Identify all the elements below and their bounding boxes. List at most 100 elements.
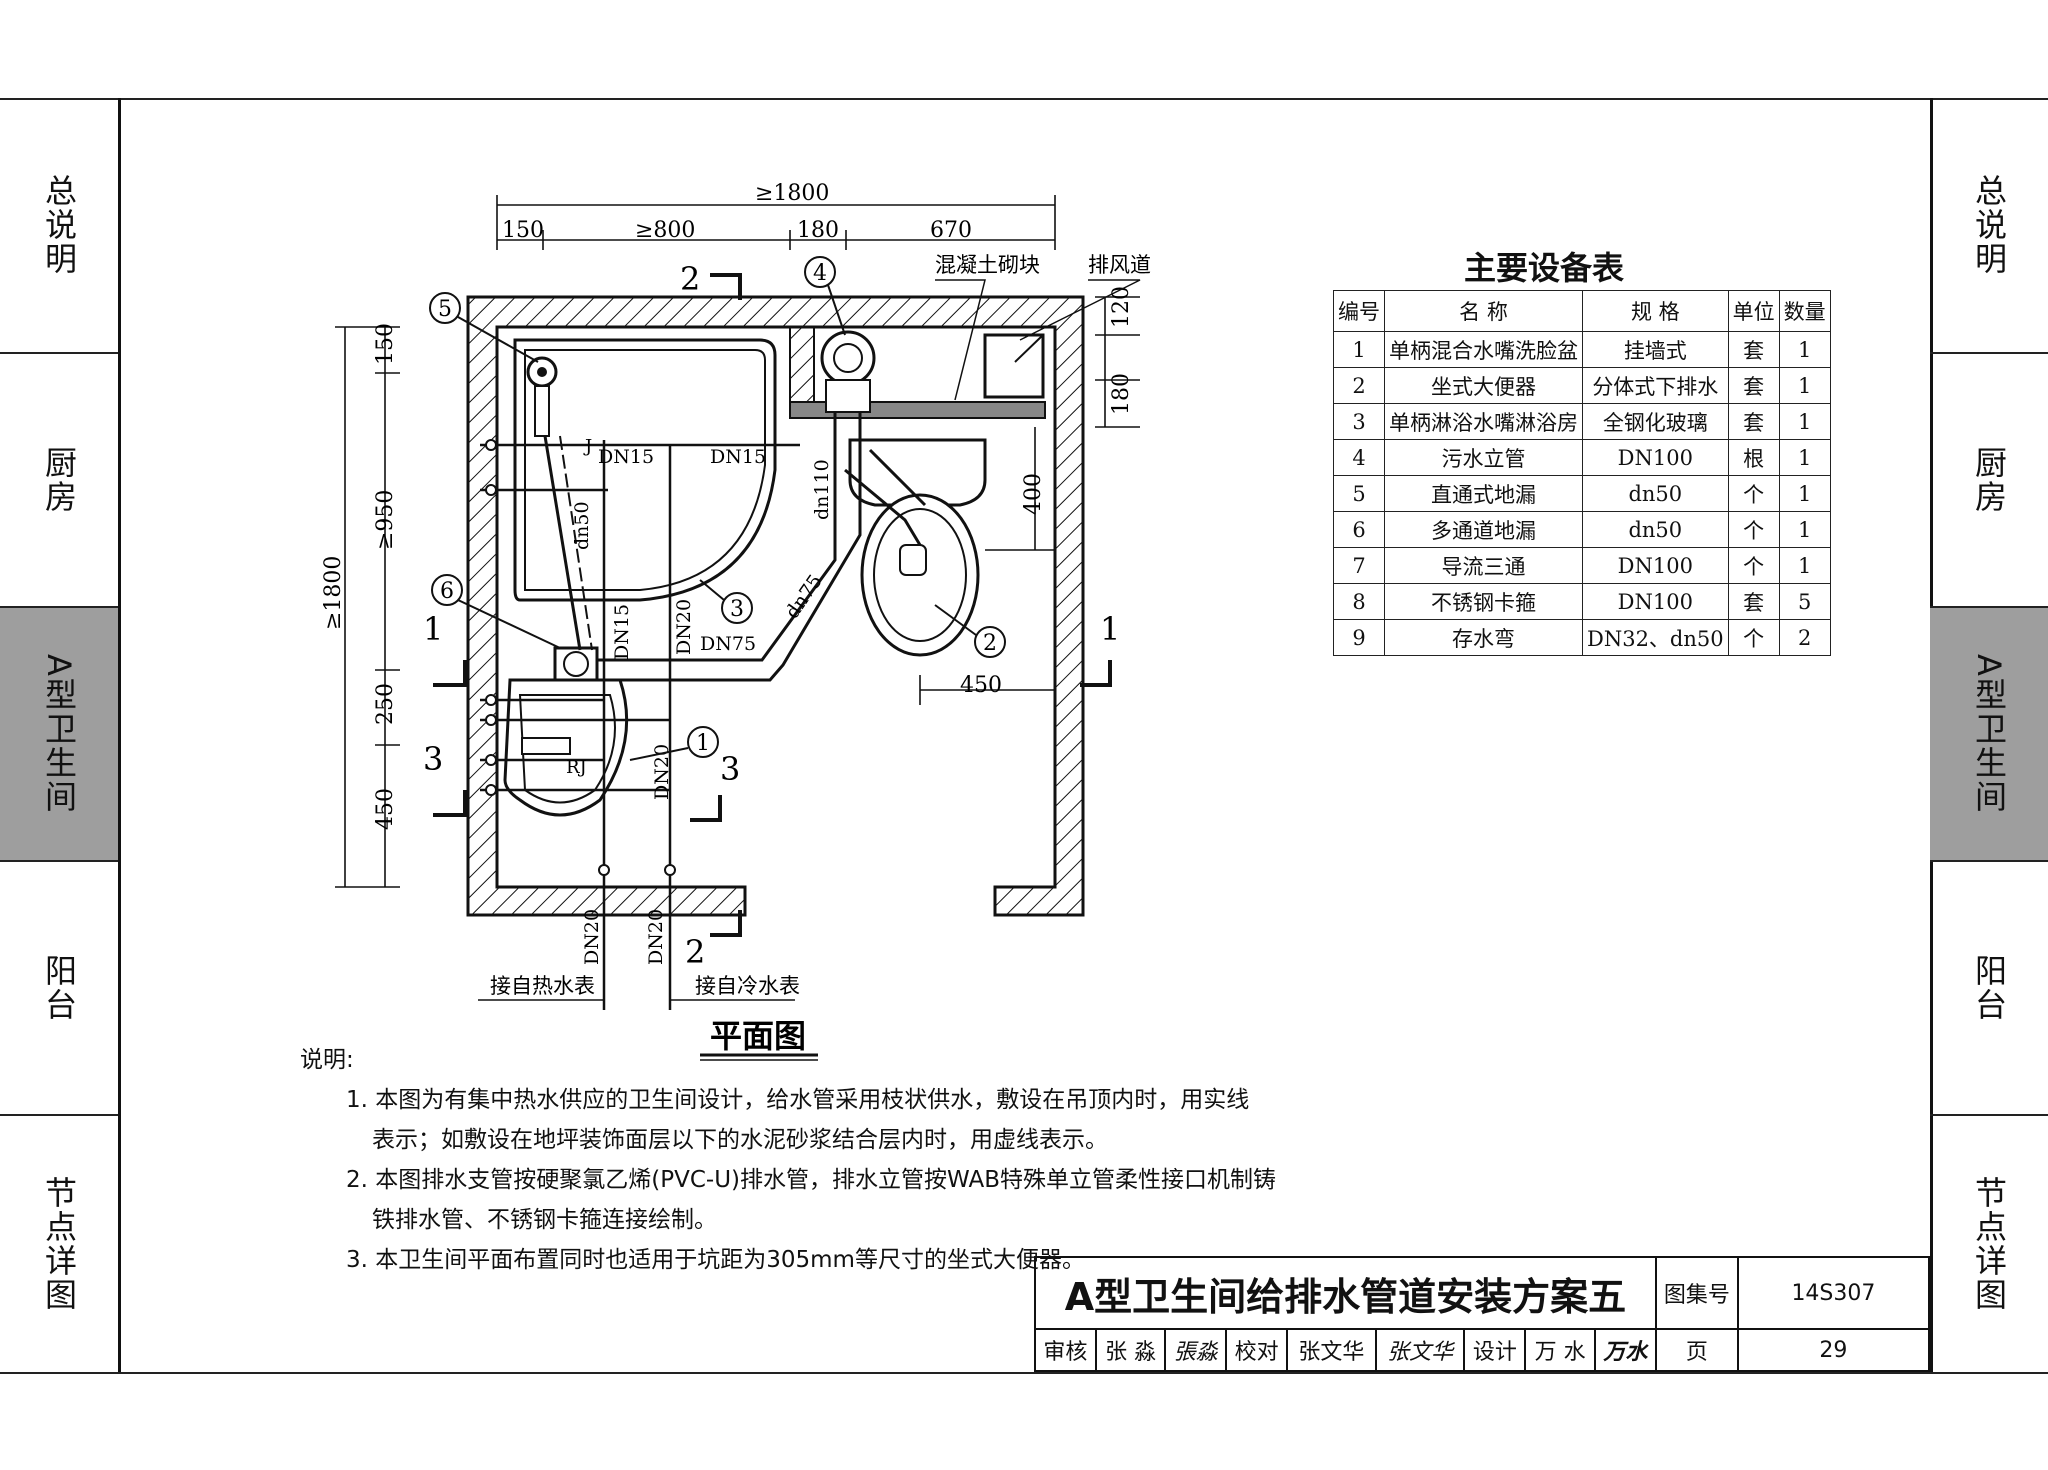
note-2-cont: 铁排水管、不锈钢卡箍连接绘制。: [372, 1207, 717, 1233]
label-concrete-block: 混凝土砌块: [935, 253, 1040, 277]
label-dn20-b: DN20: [651, 744, 673, 800]
dim-top-3: 180: [797, 218, 839, 243]
design-label: 设计: [1463, 1328, 1527, 1372]
page-label: 页: [1654, 1328, 1739, 1372]
label-cold-source: 接自冷水表: [695, 974, 800, 998]
dim-left-3: 250: [373, 683, 398, 725]
label-j: J: [583, 436, 592, 457]
side-tab-kitchen-right[interactable]: 厨房: [1930, 354, 2048, 608]
atlas-label: 图集号: [1654, 1256, 1739, 1330]
equipment-table-header: 编号 名 称 规 格 单位 数量: [1333, 290, 1831, 332]
callout-3: 3: [730, 597, 744, 622]
side-tab-details[interactable]: 节点详图: [40, 1176, 78, 1312]
valve-icons: [485, 439, 676, 876]
side-tab-general[interactable]: 总说明: [0, 98, 118, 354]
section-mark-1-right: 1: [1100, 610, 1120, 648]
side-tab-bathroom-a[interactable]: A型卫生间: [0, 608, 118, 862]
dim-right-2: 180: [1109, 373, 1134, 415]
drawing-title: A型卫生间给排水管道安装方案五: [1034, 1256, 1657, 1330]
header-spec: 规 格: [1582, 290, 1729, 332]
callout-circles: [429, 256, 1006, 761]
side-tab-details-right[interactable]: 节点详图: [1970, 1176, 2008, 1312]
notes-heading: 说明:: [300, 1047, 354, 1073]
callout-6: 6: [440, 579, 454, 604]
review-label: 审核: [1034, 1328, 1097, 1372]
side-tab-bathroom-a-right[interactable]: A型卫生间: [1930, 608, 2048, 862]
check-label: 校对: [1225, 1328, 1289, 1372]
section-mark-2-top: 2: [680, 260, 700, 298]
floor-drain-icon: [553, 646, 599, 682]
side-tab-balcony[interactable]: 阳台: [0, 862, 118, 1116]
label-vent-shaft: 排风道: [1088, 253, 1151, 277]
dim-left-1: 150: [373, 323, 398, 365]
side-tab-general-right[interactable]: 总说明: [1930, 98, 2048, 354]
soil-stack-icon: [820, 330, 876, 413]
callout-2: 2: [983, 631, 997, 656]
checker-name: 张文华: [1286, 1328, 1377, 1372]
label-dn50: dn50: [571, 501, 593, 550]
dim-left-2: ≥950: [373, 490, 398, 550]
dim-left-4: 450: [373, 788, 398, 830]
dim-450: 450: [960, 673, 1002, 698]
top-rule: [0, 98, 2048, 100]
note-1-cont: 表示；如敷设在地坪装饰面层以下的水泥砂浆结合层内时，用虚线表示。: [372, 1127, 1108, 1153]
callout-5: 5: [438, 297, 452, 322]
note-2: 2. 本图排水支管按硬聚氯乙烯(PVC-U)排水管，排水立管按WAB特殊单立管柔…: [346, 1167, 1276, 1193]
label-dn20-c: DN20: [581, 909, 603, 965]
callout-4: 4: [813, 261, 827, 286]
dim-400: 400: [1021, 473, 1046, 515]
dim-top-1: 150: [502, 218, 544, 243]
title-block: A型卫生间给排水管道安装方案五 图集号 14S307 审核 张 淼 張淼 校对 …: [1034, 1256, 1931, 1372]
label-rj: RJ: [566, 757, 587, 778]
header-qty: 数量: [1778, 290, 1831, 332]
page-number: 29: [1736, 1328, 1931, 1372]
atlas-number: 14S307: [1736, 1256, 1931, 1330]
water-supply-lines: [480, 440, 800, 1010]
label-dn75-b: dn75: [781, 570, 827, 622]
label-dn20-a: DN20: [673, 599, 695, 655]
side-tab-kitchen[interactable]: 厨房: [0, 354, 118, 608]
header-unit: 单位: [1727, 290, 1780, 332]
header-name: 名 称: [1384, 290, 1583, 332]
dimension-lines: [335, 195, 1140, 888]
header-no: 编号: [1333, 290, 1385, 332]
left-border: [118, 98, 121, 1372]
label-dn75-a: DN75: [700, 633, 756, 655]
dim-top-4: 670: [930, 218, 972, 243]
toilet-icon: [848, 438, 987, 657]
callout-1: 1: [696, 731, 710, 756]
reviewer-signature: 張淼: [1164, 1328, 1228, 1372]
note-1: 1. 本图为有集中热水供应的卫生间设计，给水管采用枝状供水，敷设在吊顶内时，用实…: [346, 1087, 1250, 1113]
dim-top-total: ≥1800: [755, 181, 829, 206]
dim-right-1: 120: [1109, 286, 1134, 328]
label-dn15-c: DN15: [611, 604, 633, 660]
equipment-table-title: 主要设备表: [1464, 249, 1625, 287]
section-mark-3-right: 3: [720, 750, 740, 788]
reviewer-name: 张 淼: [1094, 1328, 1167, 1372]
label-dn110: dn110: [811, 459, 833, 520]
side-tab-balcony-right[interactable]: 阳台: [1930, 862, 2048, 1116]
label-hot-source: 接自热水表: [490, 974, 595, 998]
label-dn20-d: DN20: [645, 909, 667, 965]
note-3: 3. 本卫生间平面布置同时也适用于坑距为305mm等尺寸的坐式大便器。: [346, 1247, 1085, 1273]
section-marks: [433, 273, 1112, 937]
checker-signature: 张文华: [1374, 1328, 1466, 1372]
dim-top-2: ≥800: [635, 218, 695, 243]
plan-caption: 平面图: [710, 1017, 806, 1055]
bottom-rule: [0, 1372, 2048, 1374]
dim-left-total: ≥1800: [321, 556, 346, 630]
section-mark-1-left: 1: [423, 610, 443, 648]
section-mark-2-bottom: 2: [685, 933, 705, 971]
label-dn15-b: DN15: [710, 446, 766, 468]
section-mark-3-left: 3: [423, 740, 443, 778]
